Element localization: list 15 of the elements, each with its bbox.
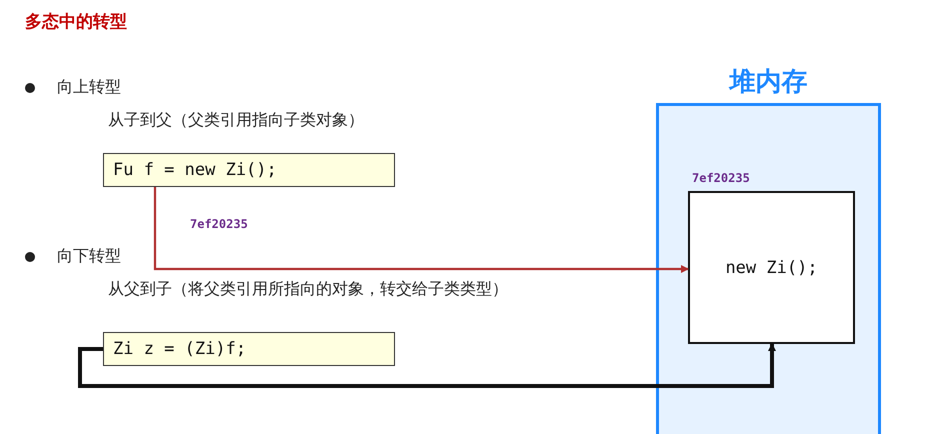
code-text: new Zi();: [725, 258, 818, 278]
panel-heading: 堆内存: [728, 66, 808, 99]
label-text: 向下转型: [57, 246, 121, 267]
code-text: Zi z = (Zi)f;: [113, 339, 246, 359]
code-text: Fu f = new Zi();: [113, 160, 277, 180]
address-text: 7ef20235: [692, 171, 750, 185]
code-box: [103, 153, 395, 187]
edge-label: 7ef20235: [190, 217, 248, 231]
label-text: 从子到父（父类引用指向子类对象）: [108, 110, 364, 131]
label-text: 向上转型: [57, 77, 121, 98]
arrow: [154, 187, 689, 274]
code-box: [103, 332, 395, 366]
arrow: [78, 343, 776, 388]
title: 多态中的转型: [25, 11, 127, 33]
label-text: 从父到子（将父类引用所指向的对象，转交给子类类型）: [108, 279, 508, 300]
